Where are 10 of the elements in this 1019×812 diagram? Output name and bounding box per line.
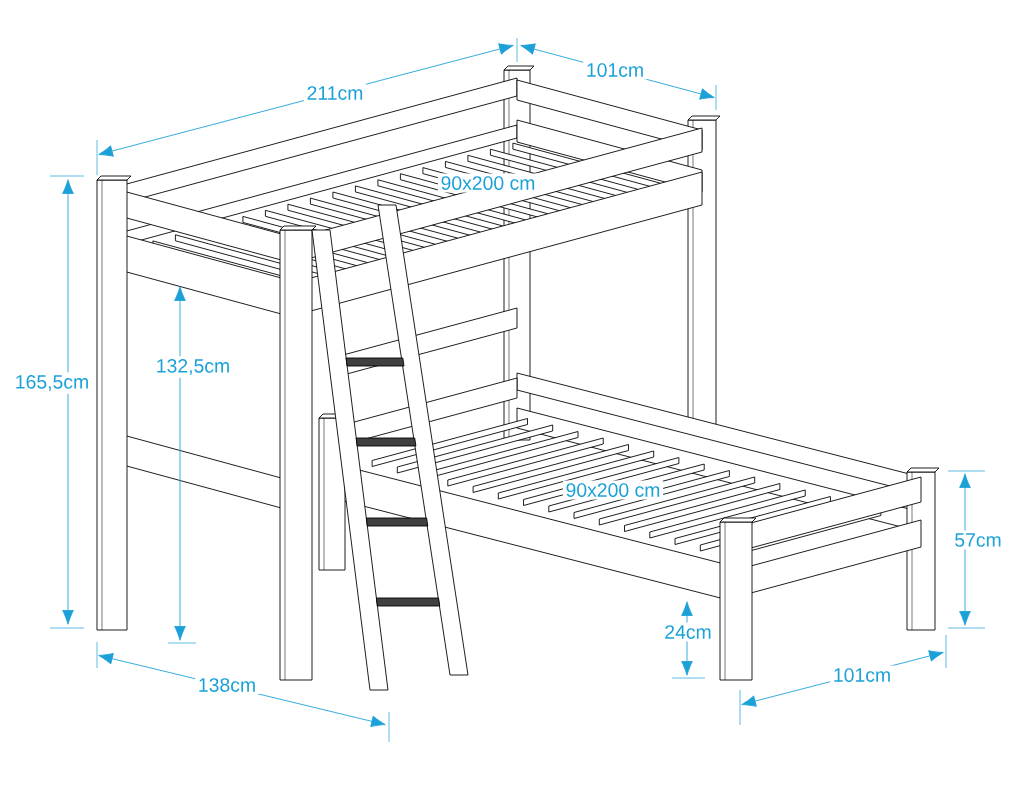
dimension-label: 57cm	[951, 530, 1005, 550]
dimension-label: 165,5cm	[12, 372, 92, 394]
dimension-label: 211cm	[303, 83, 367, 103]
dimension-label: 90x200 cm	[562, 480, 664, 500]
dimension-label: 132,5cm	[153, 356, 233, 378]
dimension-label: 138cm	[195, 675, 259, 695]
dimension-label: 90x200 cm	[437, 173, 539, 193]
dimension-label: 24cm	[661, 622, 715, 642]
dimension-label: 101cm	[830, 665, 894, 685]
dimension-label: 101cm	[583, 60, 647, 80]
